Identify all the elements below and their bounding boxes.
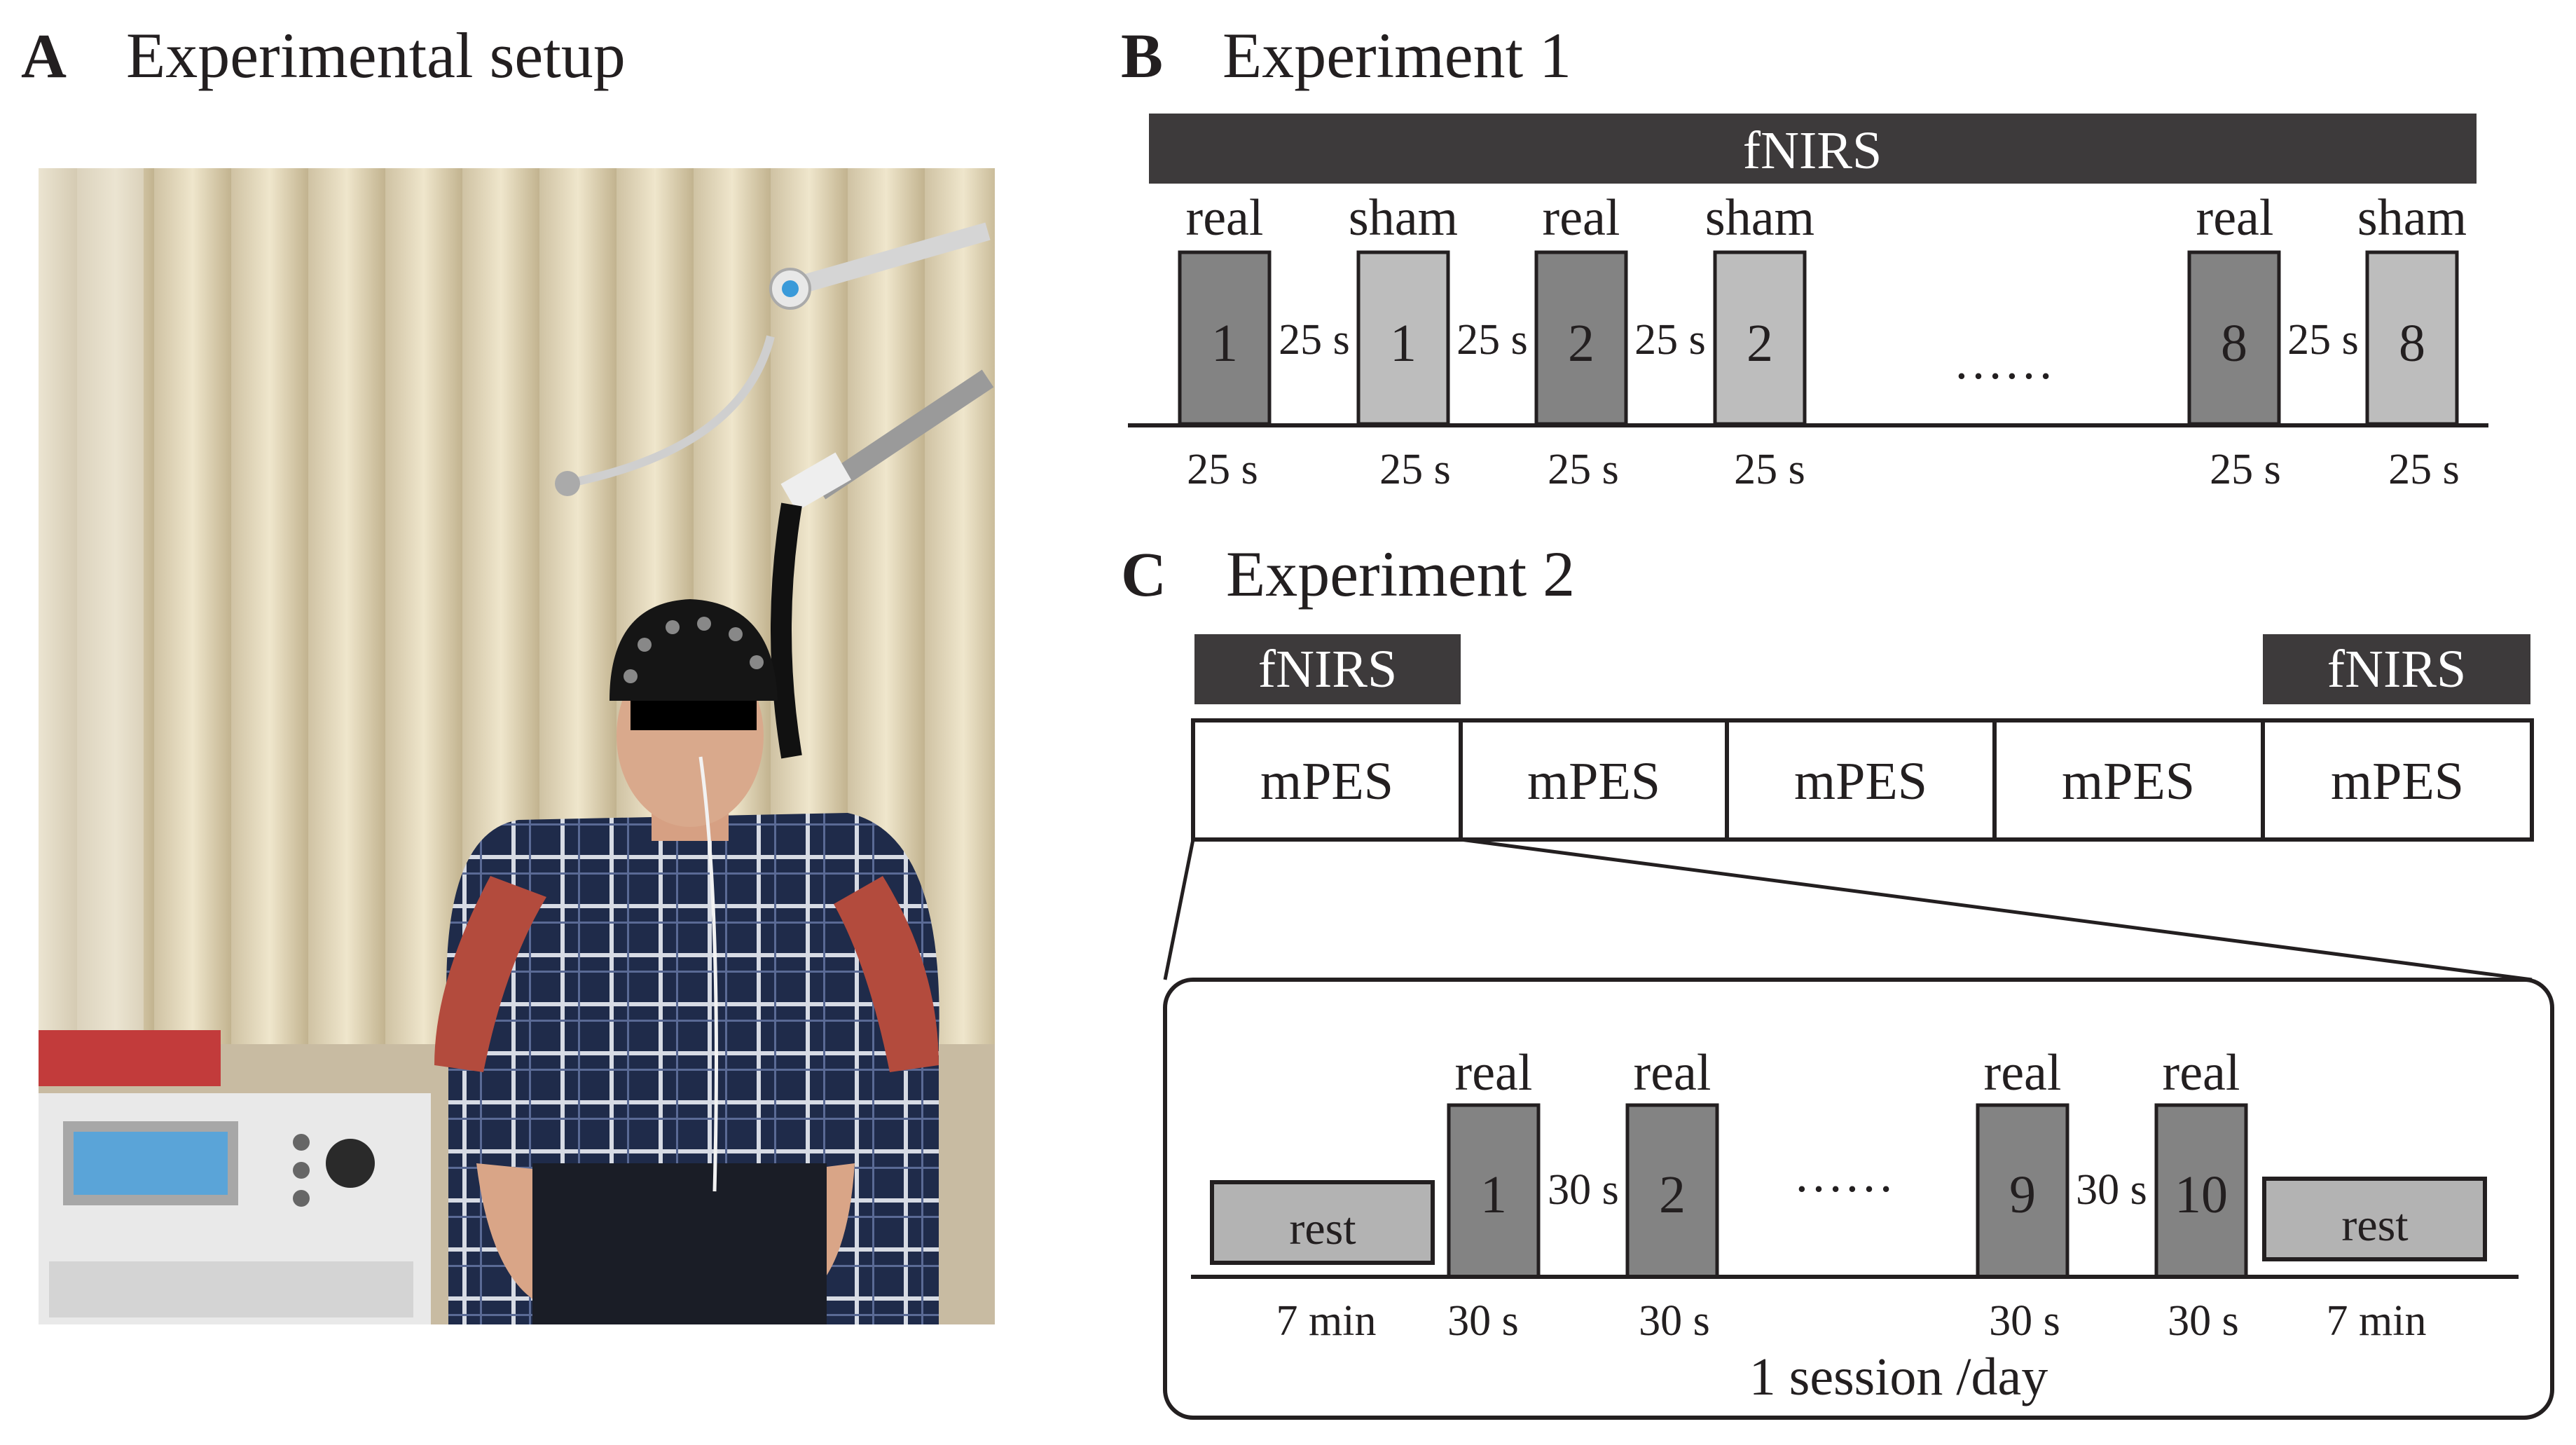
rest-block <box>2262 1177 2487 1261</box>
gap-label: 25 s <box>2287 316 2359 364</box>
block-number: 9 <box>2009 1165 2036 1224</box>
duration-label: 7 min <box>2327 1297 2427 1345</box>
block-label: real <box>2163 1044 2240 1102</box>
block-label: sham <box>1349 189 1458 247</box>
fnirs-bar-right: fNIRS <box>2263 634 2530 704</box>
duration-label: 30 s <box>1639 1297 1710 1345</box>
stimulation-block-real <box>1534 250 1628 426</box>
stimulation-block-sham <box>2365 250 2459 426</box>
panel-b-title: Experiment 1 <box>1222 20 1571 91</box>
ellipsis: …… <box>1793 1146 1894 1203</box>
experimental-setup-photo <box>39 168 995 1324</box>
fnirs-bar-experiment-1: fNIRS <box>1149 114 2477 184</box>
experiment-1-blocks: real sham real sham real sham 1 1 2 2 8 … <box>1128 189 2488 493</box>
stimulation-block-real <box>1625 1103 1719 1279</box>
block-label: real <box>1455 1044 1533 1102</box>
rest-label: rest <box>1289 1203 1356 1254</box>
gap-label: 30 s <box>1548 1166 1619 1214</box>
duration-label: 7 min <box>1276 1297 1377 1345</box>
duration-label: 25 s <box>1379 446 1451 493</box>
stimulation-block-real <box>1178 250 1272 426</box>
block-label: sham <box>2357 189 2467 247</box>
block-number: 1 <box>1390 314 1417 373</box>
block-number: 2 <box>1659 1165 1686 1224</box>
fnirs-label: fNIRS <box>1743 121 1882 180</box>
block-label: real <box>1186 189 1264 247</box>
gap-label: 25 s <box>1279 316 1350 364</box>
panel-b: B Experiment 1 fNIRS real sham real sham… <box>1121 20 2488 493</box>
block-number: 2 <box>1747 314 1773 373</box>
mpes-sessions: mPES mPES mPES mPES mPES <box>1191 718 2534 842</box>
block-label: real <box>2196 189 2274 247</box>
block-number: 2 <box>1568 314 1594 373</box>
panel-c: C Experiment 2 fNIRS fNIRS mPES mPES mPE… <box>1121 538 2554 1420</box>
session-label: mPES <box>2331 752 2464 811</box>
panel-b-letter: B <box>1121 22 1163 91</box>
duration-label: 30 s <box>1447 1297 1519 1345</box>
gap-label: 30 s <box>2076 1166 2147 1214</box>
session-detail-box: rest rest real real real real 1 2 9 10 3… <box>1163 978 2554 1420</box>
duration-label: 25 s <box>2388 446 2460 493</box>
duration-label: 30 s <box>1989 1297 2060 1345</box>
zoom-line <box>1163 839 1195 980</box>
rest-label: rest <box>2341 1200 2408 1251</box>
ellipsis: …… <box>1953 334 2054 390</box>
stimulation-block-real <box>2154 1103 2248 1279</box>
duration-label: 25 s <box>1548 446 1619 493</box>
rest-block <box>1210 1180 1435 1265</box>
panel-c-title: Experiment 2 <box>1226 538 1575 610</box>
duration-label: 25 s <box>1734 446 1805 493</box>
session-label: mPES <box>1260 752 1393 811</box>
block-number: 8 <box>2221 314 2247 373</box>
session-label: mPES <box>2062 752 2195 811</box>
fnirs-label: fNIRS <box>1258 640 1397 699</box>
stimulation-block-real <box>2187 250 2281 426</box>
block-label: real <box>1634 1044 1711 1102</box>
block-number: 1 <box>1211 314 1238 373</box>
session-label: mPES <box>1794 752 1927 811</box>
zoom-line <box>1460 837 2533 982</box>
session-label: mPES <box>1527 752 1660 811</box>
session-frequency-caption: 1 session /day <box>1749 1348 2048 1406</box>
duration-label: 25 s <box>1187 446 1258 493</box>
block-number: 8 <box>2399 314 2425 373</box>
block-number: 10 <box>2175 1165 2228 1224</box>
panel-a-title: Experimental setup <box>126 20 626 91</box>
block-label: sham <box>1705 189 1814 247</box>
stimulation-block-real <box>1447 1103 1541 1279</box>
duration-label: 25 s <box>2210 446 2281 493</box>
stimulation-block-sham <box>1356 250 1450 426</box>
gap-label: 25 s <box>1456 316 1528 364</box>
block-label: real <box>1543 189 1620 247</box>
panel-a: A Experimental setup <box>21 20 995 1324</box>
fnirs-label: fNIRS <box>2327 640 2466 699</box>
panel-a-letter: A <box>21 22 67 91</box>
block-label: real <box>1984 1044 2062 1102</box>
panel-c-letter: C <box>1121 540 1166 610</box>
block-number: 1 <box>1480 1165 1507 1224</box>
duration-label: 30 s <box>2168 1297 2239 1345</box>
fnirs-bar-left: fNIRS <box>1194 634 1461 704</box>
gap-label: 25 s <box>1634 316 1706 364</box>
